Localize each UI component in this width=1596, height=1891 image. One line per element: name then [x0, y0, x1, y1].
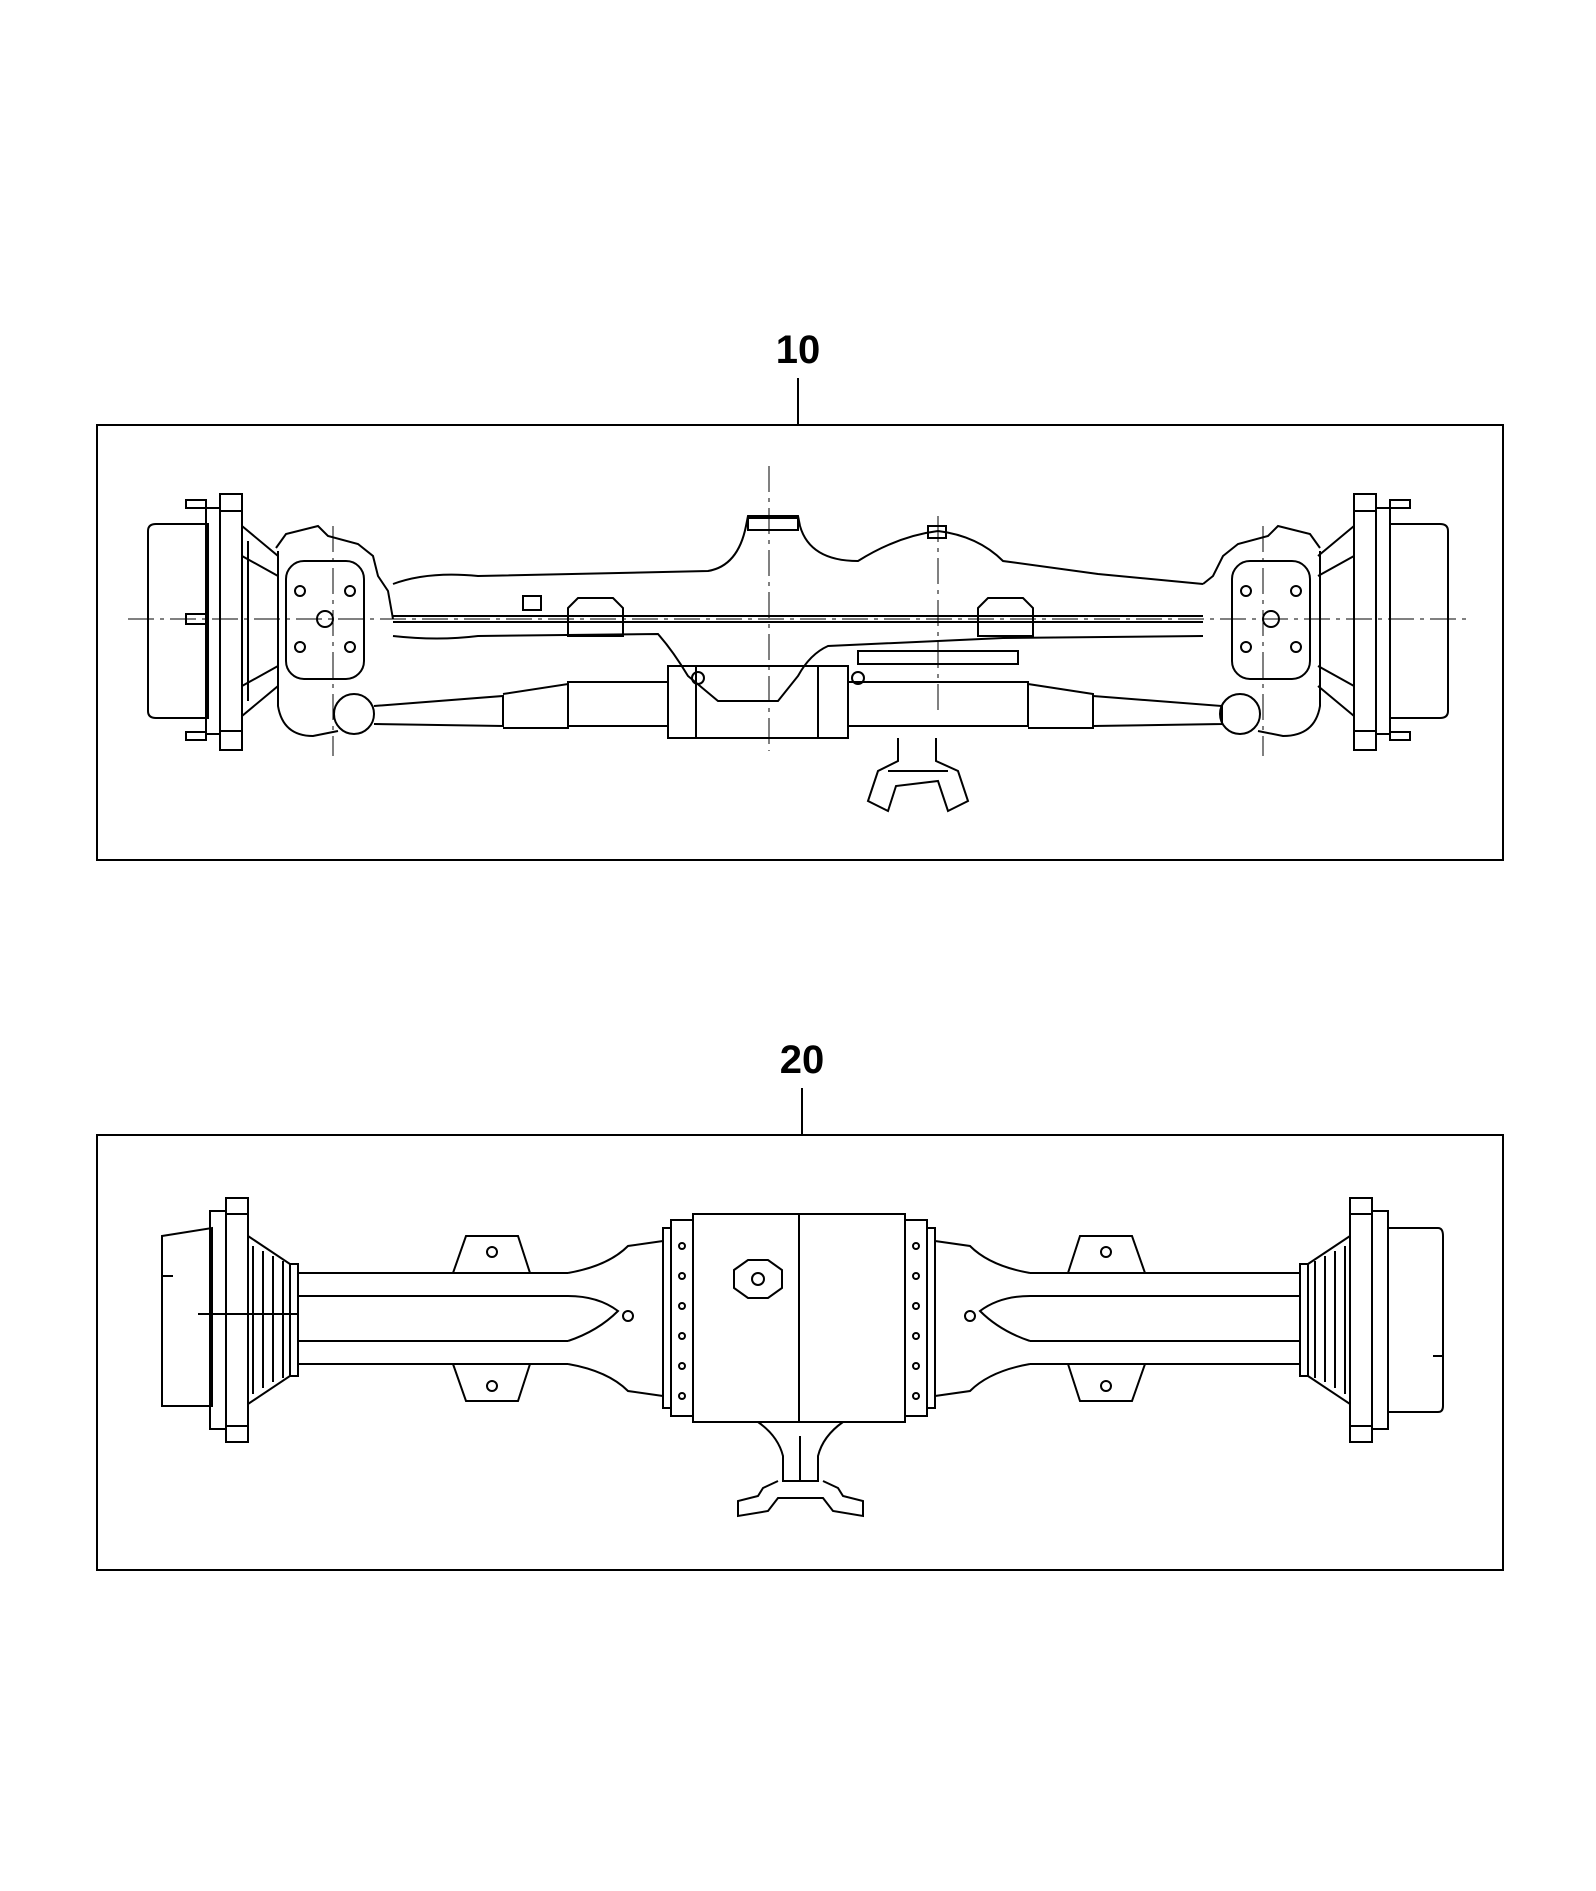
right-brake-drum	[1390, 524, 1448, 718]
rear-axle-drawing	[98, 1136, 1502, 1569]
rear-left-brake-drum	[162, 1228, 212, 1406]
front-axle-beam	[393, 516, 1203, 584]
rear-axle-panel[interactable]	[96, 1134, 1504, 1571]
rear-right-brake-drum	[1388, 1228, 1443, 1412]
left-brake-drum	[148, 524, 208, 718]
rear-pinion-yoke	[738, 1481, 863, 1516]
front-axle-drawing	[98, 426, 1502, 859]
callout-leader-10	[797, 378, 799, 425]
callout-leader-20	[801, 1088, 803, 1135]
callout-label-10: 10	[775, 328, 821, 372]
front-pinion-yoke	[868, 738, 968, 811]
callout-label-20: 20	[779, 1038, 825, 1082]
front-axle-panel[interactable]	[96, 424, 1504, 861]
